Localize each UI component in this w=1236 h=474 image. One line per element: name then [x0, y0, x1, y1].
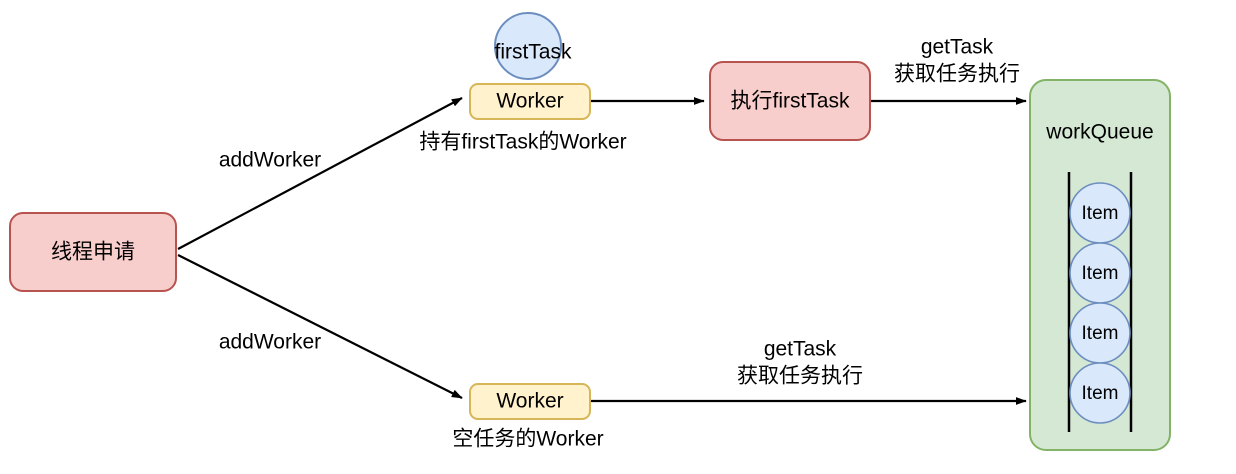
queue-item[interactable]: Item	[1069, 302, 1131, 364]
first-task-label: firstTask	[494, 41, 572, 64]
node-worker-bottom[interactable]: Worker	[469, 383, 591, 420]
queue-item-label: Item	[1082, 263, 1119, 284]
execute-first-task-label: 执行firstTask	[730, 90, 850, 113]
worker-top-label: Worker	[496, 90, 563, 113]
node-thread-request[interactable]: 线程申请	[9, 212, 177, 292]
queue-item-label: Item	[1082, 203, 1119, 224]
edge-label-worker-top-caption: 持有firstTask的Worker	[419, 131, 626, 154]
edge-label-worker-bottom-caption: 空任务的Worker	[452, 428, 603, 451]
node-work-queue[interactable]: workQueue Item Item Item Item	[1029, 79, 1171, 451]
queue-item[interactable]: Item	[1069, 242, 1131, 304]
worker-top-box[interactable]	[469, 83, 591, 120]
edge-add-worker-top	[177, 97, 463, 250]
thread-request-box[interactable]	[9, 212, 177, 292]
node-worker-top[interactable]: Worker	[469, 83, 591, 120]
edge-label-get-task-top-line2: 获取任务执行	[894, 63, 1020, 86]
edge-label-get-task-bottom-line2: 获取任务执行	[737, 365, 863, 388]
queue-item[interactable]: Item	[1069, 182, 1131, 244]
edge-label-add-worker-bottom: addWorker	[219, 331, 321, 354]
work-queue-label: workQueue	[1045, 121, 1153, 144]
edge-add-worker-bottom	[177, 254, 463, 399]
queue-item[interactable]: Item	[1069, 362, 1131, 424]
edge-label-get-task-top-line1: getTask	[921, 36, 994, 59]
edge-label-add-worker-top: addWorker	[219, 149, 321, 172]
queue-item-circle[interactable]	[1069, 362, 1131, 424]
queue-item-label: Item	[1082, 323, 1119, 344]
queue-item-label: Item	[1082, 383, 1119, 404]
execute-first-task-box[interactable]	[709, 61, 871, 141]
node-first-task[interactable]: firstTask	[494, 12, 572, 80]
edge-label-get-task-bottom-line1: getTask	[764, 338, 837, 361]
worker-bottom-label: Worker	[496, 390, 563, 413]
node-execute-first-task[interactable]: 执行firstTask	[709, 61, 871, 141]
worker-bottom-box[interactable]	[469, 383, 591, 420]
first-task-circle[interactable]	[494, 12, 562, 80]
thread-request-label: 线程申请	[51, 241, 135, 264]
